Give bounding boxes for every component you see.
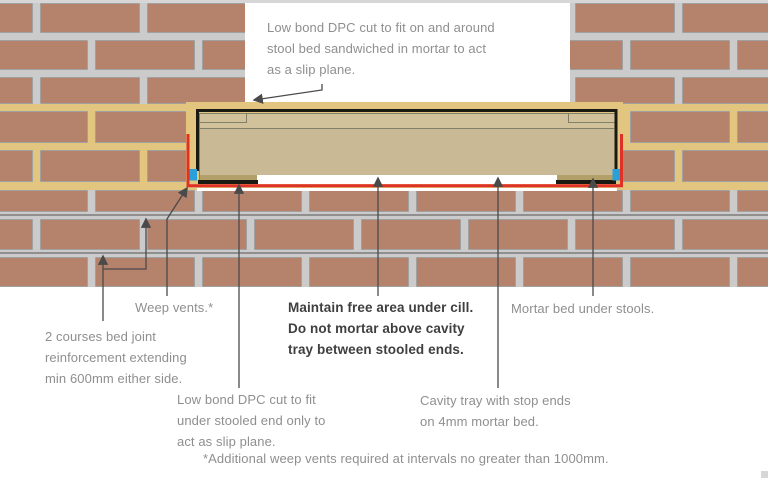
stooled-end-left	[199, 113, 247, 123]
dpc-under-stool-left	[198, 180, 258, 184]
cavity-tray-label: Cavity tray with stop ends on 4mm mortar…	[420, 393, 571, 429]
brick	[737, 40, 768, 70]
corner-mark	[761, 471, 768, 478]
brick	[40, 219, 140, 250]
brick-course	[0, 219, 768, 250]
brick	[523, 257, 623, 287]
brick	[309, 257, 409, 287]
brick	[0, 150, 33, 182]
brick-course	[0, 257, 768, 287]
weep-vents-label: Weep vents.*	[135, 300, 214, 315]
low-bond-under-label: Low bond DPC cut to fit under stooled en…	[177, 392, 326, 449]
brick	[682, 150, 768, 182]
brick	[40, 77, 140, 104]
brick	[95, 111, 195, 143]
brick	[95, 190, 195, 212]
brick	[0, 3, 33, 33]
brick	[95, 257, 195, 287]
brick	[416, 190, 516, 212]
brick	[147, 77, 247, 104]
brick	[0, 77, 33, 104]
brick	[0, 257, 88, 287]
brick	[40, 150, 140, 182]
brick	[682, 77, 768, 104]
brick	[630, 190, 730, 212]
brick	[0, 40, 88, 70]
brick	[40, 3, 140, 33]
brick	[361, 219, 461, 250]
brick	[575, 77, 675, 104]
top-border	[0, 0, 768, 3]
dpc-under-stool-right	[556, 180, 616, 184]
brick-course	[0, 190, 768, 212]
brick	[575, 219, 675, 250]
brick	[147, 3, 247, 33]
brick	[0, 219, 33, 250]
cill-top-band	[200, 114, 614, 129]
maintain-free-area-label: Maintain free area under cill. Do not mo…	[288, 300, 474, 357]
brick	[202, 190, 302, 212]
brick	[254, 219, 354, 250]
brick	[575, 3, 675, 33]
brick	[682, 3, 768, 33]
brick	[737, 190, 768, 212]
brick	[0, 111, 88, 143]
brick	[468, 219, 568, 250]
brick	[416, 257, 516, 287]
brick	[630, 111, 730, 143]
mortar-bed-label: Mortar bed under stools.	[511, 301, 655, 316]
brick	[737, 257, 768, 287]
bed-joint-reinforcement	[0, 252, 768, 255]
bed-joint-reinforcement	[0, 214, 768, 217]
brick	[630, 40, 730, 70]
stooled-end-right	[567, 113, 616, 123]
under-cill-gap	[197, 187, 617, 191]
brick	[202, 257, 302, 287]
brick	[309, 190, 409, 212]
brick	[523, 190, 623, 212]
callout-text: Low bond DPC cut to fit on and around st…	[267, 20, 495, 77]
brick	[682, 219, 768, 250]
brick	[630, 257, 730, 287]
free-area-under-cill	[257, 174, 557, 184]
bed-joint-label: 2 courses bed joint reinforcement extend…	[45, 329, 187, 386]
brick	[737, 111, 768, 143]
brick	[0, 190, 88, 212]
brick	[147, 219, 247, 250]
footnote: *Additional weep vents required at inter…	[203, 451, 609, 466]
brick	[95, 40, 195, 70]
